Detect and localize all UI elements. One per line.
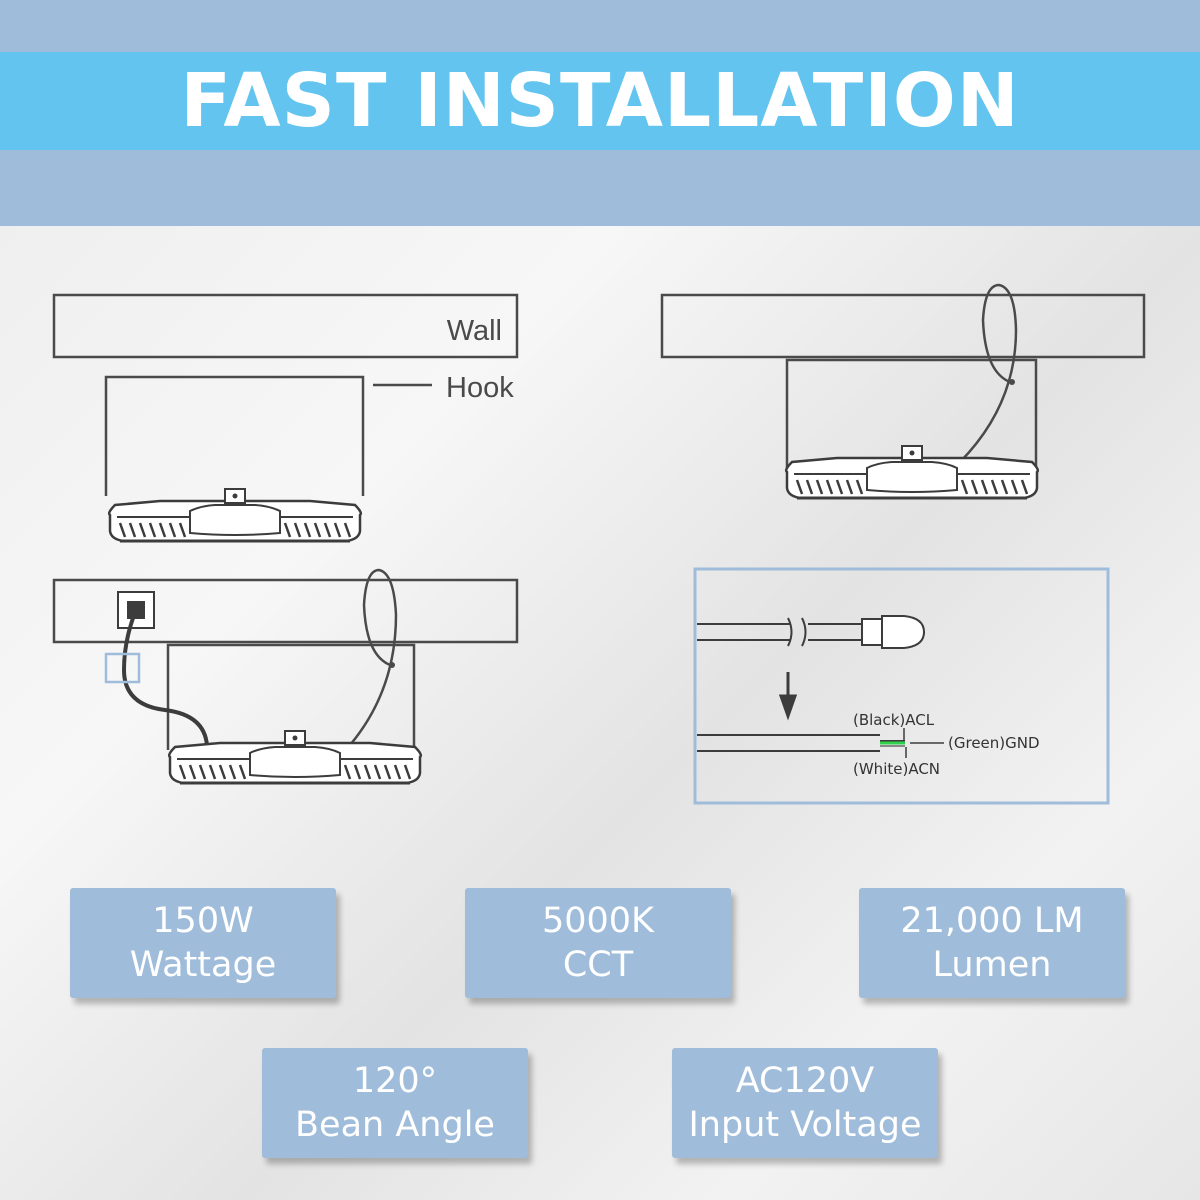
hook [104,375,365,496]
wall-beam-3 [52,578,519,644]
spec-cct: 5000K CCT [465,888,731,998]
spec-value: 5000K [541,901,655,941]
spec-value: 21,000 LM [900,901,1084,941]
page-title: FAST INSTALLATION [180,58,1020,144]
arrow-down-icon [778,672,798,721]
spec-input-voltage: AC120V Input Voltage [672,1048,938,1158]
spec-label: Input Voltage [688,1105,922,1145]
spec-label: Bean Angle [295,1105,495,1145]
wall-label: Wall [447,315,502,347]
panel-plugged [52,568,519,785]
plug-icon [881,615,926,649]
hook-3 [166,643,416,750]
panel-hung [660,283,1146,500]
safety-rope [959,283,1018,463]
panel-wiring: (Black)ACL (Green)GND (White)ACN [693,567,1110,805]
panel-hook-mount: Wall Hook [52,293,519,543]
spec-label: CCT [562,945,634,985]
wire-white-label: (White)ACN [853,760,940,778]
wall-beam [52,293,519,359]
hook-2 [785,358,1038,470]
power-cord [121,609,209,747]
spec-lumen: 21,000 LM Lumen [859,888,1125,998]
spec-value: 150W [152,901,254,941]
title-bar: FAST INSTALLATION [0,52,1200,150]
spec-wattage: 150W Wattage [70,888,336,998]
spec-value: 120° [352,1061,438,1101]
spec-label: Lumen [932,945,1052,985]
lamp-icon [784,444,1040,500]
highlight-box [104,652,141,684]
wire-green-label: (Green)GND [948,734,1040,752]
spec-value: AC120V [735,1061,875,1101]
spec-beam-angle: 120° Bean Angle [262,1048,528,1158]
wiring-frame [693,567,1110,805]
spec-label: Wattage [129,945,277,985]
lamp-icon [107,487,363,543]
safety-rope-3 [349,568,398,746]
wall-beam-2 [660,293,1146,359]
hook-label: Hook [446,372,514,404]
wire-black-label: (Black)ACL [853,711,935,729]
